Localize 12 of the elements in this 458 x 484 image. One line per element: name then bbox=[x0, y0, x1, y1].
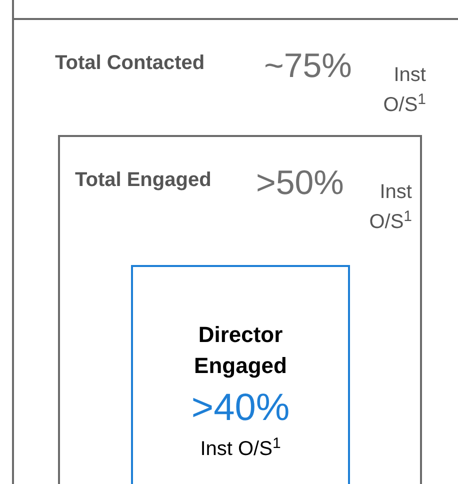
unit-label: Inst O/S$^{1}$ bbox=[368, 180, 412, 235]
section-heading: Total Engaged bbox=[75, 168, 212, 193]
percentage-value: >40% bbox=[191, 386, 290, 431]
group-frame bbox=[58, 135, 422, 484]
percentage-value: >50% bbox=[256, 163, 344, 203]
section-heading: Total Contacted bbox=[55, 51, 205, 76]
unit-label: Inst O/S$^{1}$ bbox=[200, 435, 281, 462]
unit-label: Inst O/S$^{1}$ bbox=[382, 63, 426, 118]
group-frame bbox=[131, 265, 350, 484]
group-frame bbox=[12, 18, 458, 484]
section-heading: Director Engaged bbox=[193, 321, 288, 380]
percentage-value: ~75% bbox=[264, 46, 352, 86]
